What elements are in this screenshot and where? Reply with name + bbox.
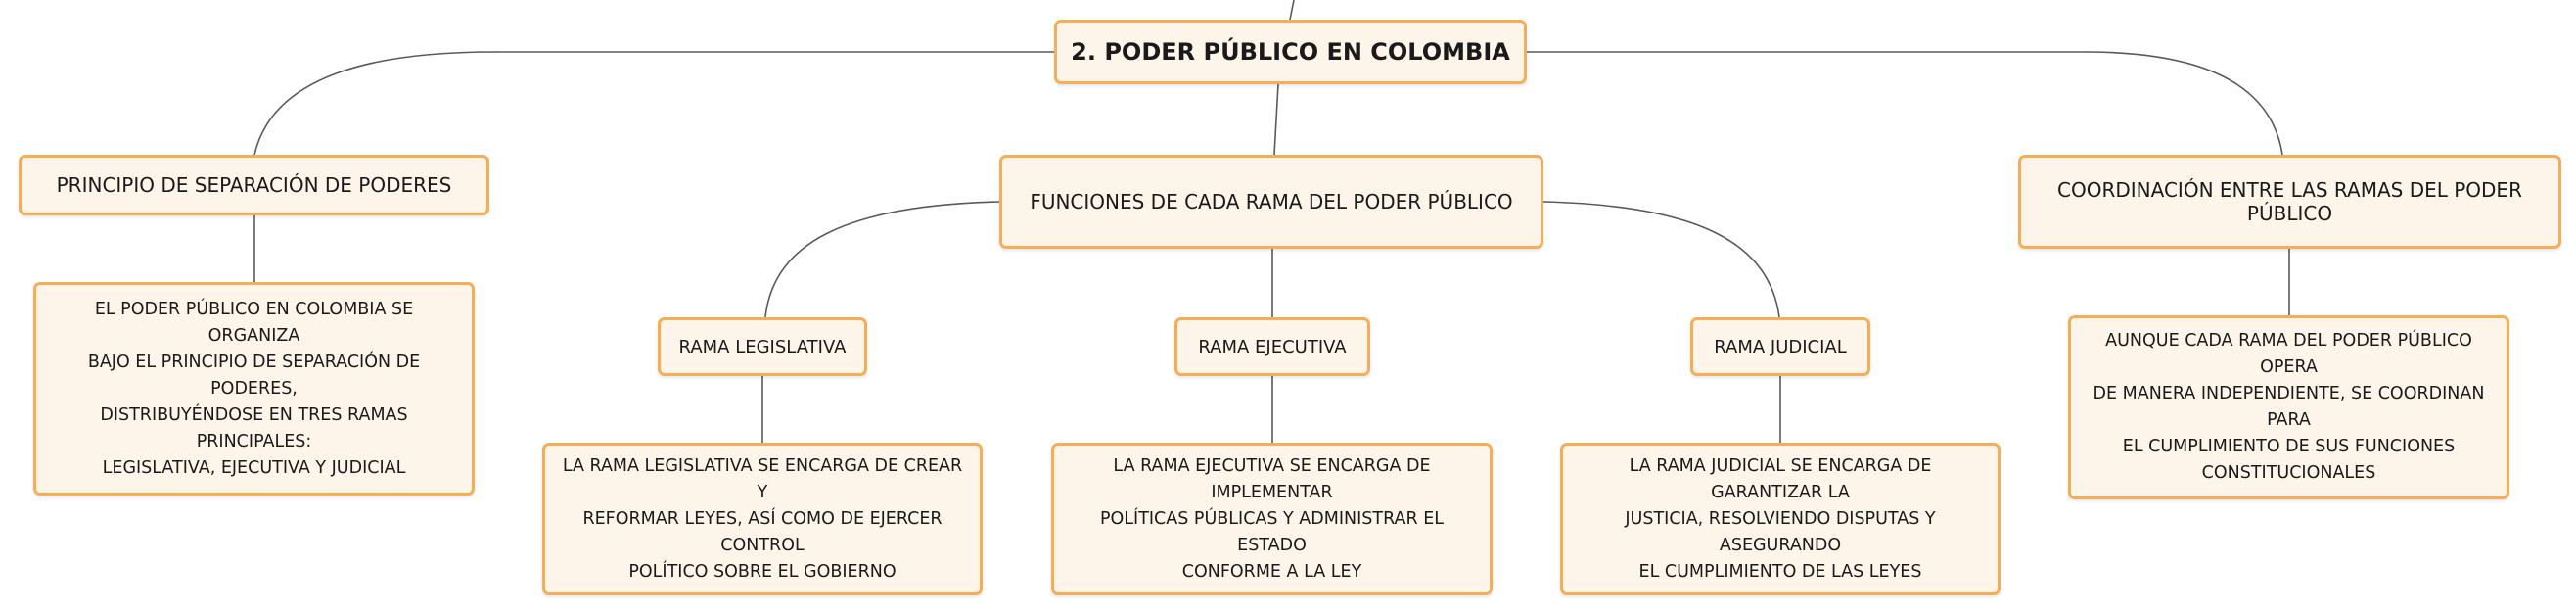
subtopic-ejecutiva-label: RAMA EJECUTIVA <box>1198 336 1347 357</box>
subtopic-rama-legislativa[interactable]: RAMA LEGISLATIVA <box>658 317 867 376</box>
subtopic-judicial-label: RAMA JUDICIAL <box>1714 336 1847 357</box>
root-topic-label: 2. PODER PÚBLICO EN COLOMBIA <box>1071 38 1510 66</box>
detail-coordinacion-text: AUNQUE CADA RAMA DEL PODER PÚBLICO OPERA… <box>2085 328 2493 487</box>
subtopic-rama-judicial[interactable]: RAMA JUDICIAL <box>1690 317 1870 376</box>
text-line: CONSTITUCIONALES <box>2201 463 2376 483</box>
text-line: POLÍTICO SOBRE EL GOBIERNO <box>628 561 897 582</box>
connector-funciones-to-legislativa <box>764 201 1000 318</box>
detail-separacion[interactable]: EL PODER PÚBLICO EN COLOMBIA SE ORGANIZA… <box>33 282 475 496</box>
topic-coordinacion-entre-ramas[interactable]: COORDINACIÓN ENTRE LAS RAMAS DEL PODER P… <box>2018 155 2561 249</box>
text-line: JUSTICIA, RESOLVIENDO DISPUTAS Y ASEGURA… <box>1625 508 1936 555</box>
text-line: EL CUMPLIMIENTO DE LAS LEYES <box>1638 561 1922 582</box>
detail-coordinacion[interactable]: AUNQUE CADA RAMA DEL PODER PÚBLICO OPERA… <box>2068 315 2509 499</box>
detail-ejecutiva-text: LA RAMA EJECUTIVA SE ENCARGA DE IMPLEMEN… <box>1068 453 1476 586</box>
topic-separacion-de-poderes[interactable]: PRINCIPIO DE SEPARACIÓN DE PODERES <box>19 155 489 215</box>
connector-root-to-funciones <box>1273 83 1279 156</box>
text-line: DE MANERA INDEPENDIENTE, SE COORDINAN PA… <box>2093 384 2485 430</box>
topic-funciones-de-cada-rama[interactable]: FUNCIONES DE CADA RAMA DEL PODER PÚBLICO <box>999 155 1543 249</box>
text-line: BAJO EL PRINCIPIO DE SEPARACIÓN DE PODER… <box>87 352 421 399</box>
text-line: EL PODER PÚBLICO EN COLOMBIA SE ORGANIZA <box>94 299 414 346</box>
text-line: DISTRIBUYÉNDOSE EN TRES RAMAS PRINCIPALE… <box>100 404 408 451</box>
topic-coordinacion-label: COORDINACIÓN ENTRE LAS RAMAS DEL PODER P… <box>2057 178 2522 225</box>
connector-root-to-coordinacion <box>1527 51 2283 156</box>
connector-parent-to-root <box>1289 0 1295 21</box>
text-line: CONFORME A LA LEY <box>1181 561 1362 582</box>
connector-funciones-to-judicial <box>1542 201 1780 318</box>
text-line: LEGISLATIVA, EJECUTIVA Y JUDICIAL <box>102 457 406 478</box>
topic-funciones-label: FUNCIONES DE CADA RAMA DEL PODER PÚBLICO <box>1030 190 1513 213</box>
connector-root-to-separacion <box>253 51 1054 156</box>
detail-judicial-text: LA RAMA JUDICIAL SE ENCARGA DE GARANTIZA… <box>1577 453 1984 586</box>
text-line: LA RAMA EJECUTIVA SE ENCARGA DE IMPLEMEN… <box>1113 455 1431 502</box>
topic-separacion-label: PRINCIPIO DE SEPARACIÓN DE PODERES <box>56 173 452 197</box>
text-line: AUNQUE CADA RAMA DEL PODER PÚBLICO OPERA <box>2105 331 2472 377</box>
subtopic-legislativa-label: RAMA LEGISLATIVA <box>678 336 847 357</box>
detail-legislativa-text: LA RAMA LEGISLATIVA SE ENCARGA DE CREAR … <box>559 453 966 586</box>
detail-separacion-text: EL PODER PÚBLICO EN COLOMBIA SE ORGANIZA… <box>50 297 458 482</box>
detail-rama-judicial[interactable]: LA RAMA JUDICIAL SE ENCARGA DE GARANTIZA… <box>1560 443 2001 595</box>
text-line: REFORMAR LEYES, ASÍ COMO DE EJERCER CONT… <box>582 508 943 555</box>
detail-rama-legislativa[interactable]: LA RAMA LEGISLATIVA SE ENCARGA DE CREAR … <box>542 443 983 595</box>
text-line: POLÍTICAS PÚBLICAS Y ADMINISTRAR EL ESTA… <box>1099 508 1445 555</box>
detail-rama-ejecutiva[interactable]: LA RAMA EJECUTIVA SE ENCARGA DE IMPLEMEN… <box>1051 443 1493 595</box>
text-line: LA RAMA LEGISLATIVA SE ENCARGA DE CREAR … <box>562 455 963 502</box>
text-line: EL CUMPLIMIENTO DE SUS FUNCIONES <box>2122 437 2456 456</box>
root-topic[interactable]: 2. PODER PÚBLICO EN COLOMBIA <box>1054 20 1527 84</box>
text-line: LA RAMA JUDICIAL SE ENCARGA DE GARANTIZA… <box>1629 455 1932 502</box>
subtopic-rama-ejecutiva[interactable]: RAMA EJECUTIVA <box>1174 317 1370 376</box>
